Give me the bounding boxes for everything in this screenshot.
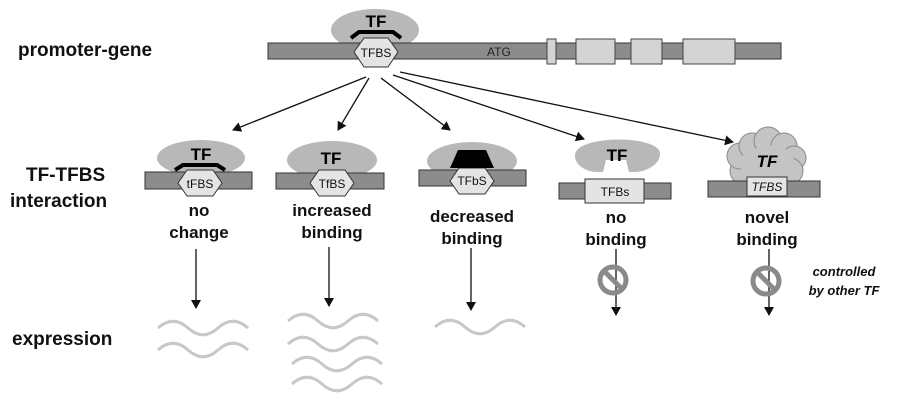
exon-box-2 <box>575 38 616 65</box>
case-tf-label: TF <box>321 149 342 168</box>
case-site-label: tFBS <box>187 177 214 191</box>
caption-line-2: binding <box>441 229 502 248</box>
arrow-to-no-binding <box>392 74 585 142</box>
binding-contact <box>450 150 494 168</box>
block-icon <box>597 264 629 296</box>
case-increased-binding: TF TfBS increased binding <box>275 141 385 393</box>
tf-blob <box>287 141 377 179</box>
row-label-interaction-2: interaction <box>10 191 107 212</box>
case-site-label: TFBS <box>752 180 783 194</box>
expression-waves <box>286 312 384 393</box>
case-site-label: TFbS <box>457 174 486 188</box>
site-box <box>584 178 645 204</box>
mrna-wave <box>156 341 250 359</box>
caption-line-2: binding <box>301 223 362 242</box>
block-slash <box>755 270 777 292</box>
site-box <box>746 176 788 197</box>
case-no-binding: TF TFBs no binding <box>558 139 672 316</box>
caption-line-2: change <box>169 223 229 242</box>
caption-line-1: decreased <box>430 207 514 226</box>
caption-line-2: binding <box>585 230 646 249</box>
case-decreased-binding: TF TFbS decreased binding <box>418 142 527 336</box>
block-ring <box>597 264 629 296</box>
caption-line-1: increased <box>292 201 371 220</box>
note-line-1: controlled <box>813 264 877 279</box>
exon-box-1 <box>546 38 557 65</box>
case-tf-label: TF <box>462 148 483 167</box>
exon-box-3 <box>630 38 663 65</box>
arrow-to-increased <box>337 77 370 131</box>
mrna-wave <box>286 312 380 330</box>
binding-contact <box>173 163 227 172</box>
mrna-wave <box>286 335 380 353</box>
arrow-to-no-change <box>232 76 367 132</box>
case-tf-label: TF <box>607 146 628 165</box>
row-label-expression: expression <box>12 329 112 350</box>
caption-line-1: no <box>606 208 627 227</box>
binding-contact <box>349 30 403 40</box>
mrna-wave <box>290 375 384 393</box>
mrna-wave <box>290 355 384 373</box>
caption-line-1: novel <box>745 208 789 227</box>
site-hexagon <box>177 169 223 197</box>
tfbs-hexagon <box>353 37 399 68</box>
site-hexagon <box>309 169 355 197</box>
caption-line-2: binding <box>736 230 797 249</box>
expression-waves <box>156 319 250 359</box>
block-slash <box>602 269 624 291</box>
case-no-change: TF tFBS no change <box>144 140 253 359</box>
fan-arrows <box>232 71 734 146</box>
row-label-interaction-1: TF-TFBS <box>26 165 105 186</box>
tf-label: TF <box>366 12 387 31</box>
case-novel-binding: TF TFBS novel binding controlled by othe… <box>707 126 881 316</box>
mrna-wave <box>156 319 250 337</box>
exon-box-4 <box>682 38 736 65</box>
case-site-label: TFBs <box>601 185 630 199</box>
note-line-2: by other TF <box>809 283 881 298</box>
expression-waves <box>433 318 527 336</box>
promoter-gene-construct: TF TFBS ATG <box>267 9 782 68</box>
row-label-promoter-gene: promoter-gene <box>18 40 152 61</box>
arrow-to-novel-binding <box>399 71 734 146</box>
tf-cloud <box>726 126 807 185</box>
case-site-label: TfBS <box>319 177 346 191</box>
tfbs-label: TFBS <box>361 46 392 60</box>
case-tf-label: TF <box>757 152 778 171</box>
block-ring <box>750 265 782 297</box>
caption-line-1: no <box>189 201 210 220</box>
tf-blob <box>574 139 661 172</box>
case-tf-label: TF <box>191 145 212 164</box>
block-icon <box>750 265 782 297</box>
mrna-wave <box>433 318 527 336</box>
arrow-to-decreased <box>380 77 451 131</box>
atg-label: ATG <box>487 45 511 59</box>
